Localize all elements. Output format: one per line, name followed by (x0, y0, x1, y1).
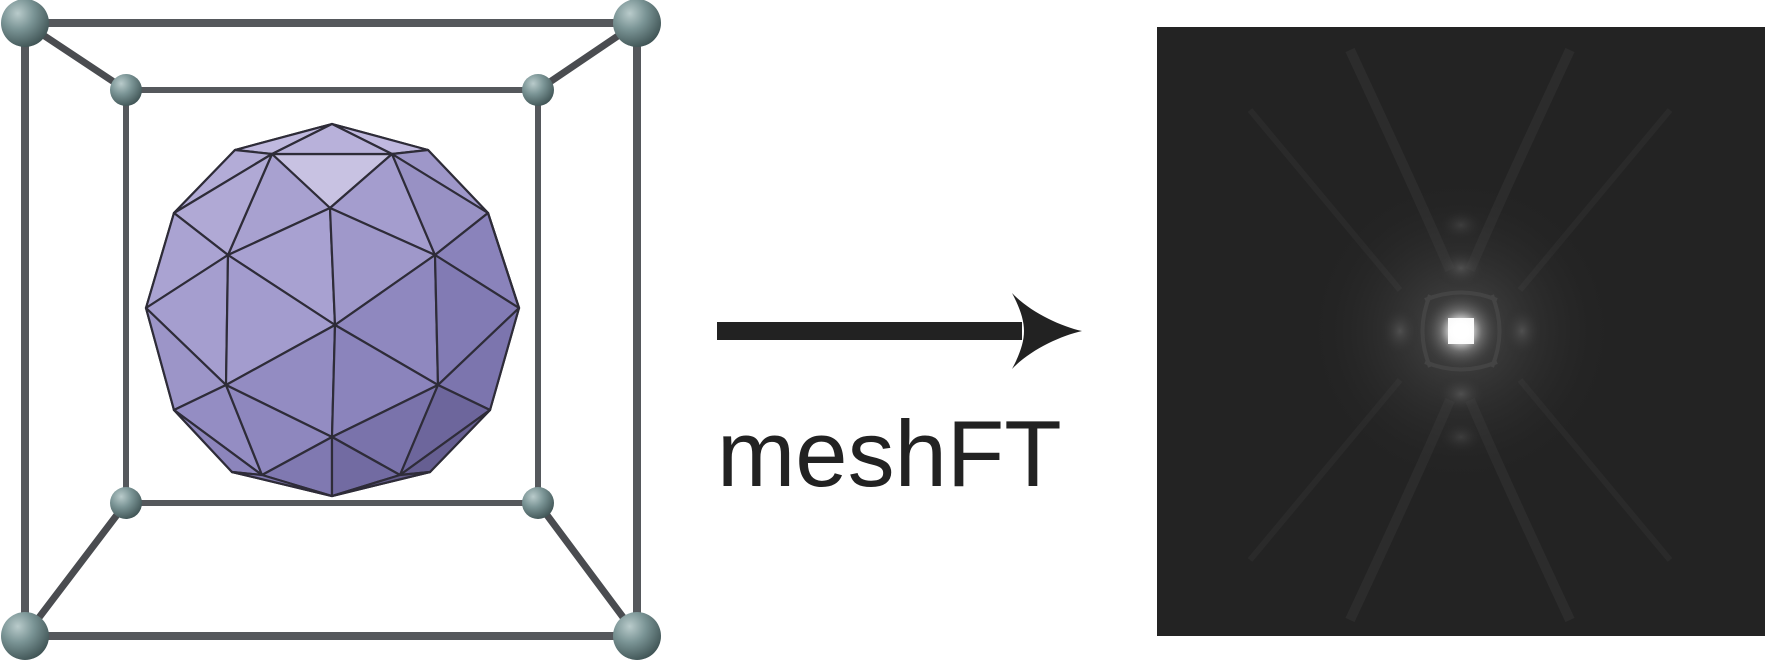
node-inner-bottom-left (110, 487, 142, 519)
node-outer-top-right (613, 0, 661, 47)
node-inner-bottom-right (522, 487, 554, 519)
transform-arrow: meshFT (717, 293, 1082, 506)
ft-pattern (1247, 47, 1673, 623)
icosphere-polyhedron (144, 122, 521, 498)
frame-nodes (1, 0, 661, 660)
outer-frame (21, 19, 641, 640)
cube-frame-panel (1, 0, 661, 660)
fourier-transform-panel (1157, 27, 1765, 636)
arrow-shaft (717, 322, 1022, 340)
node-inner-top-right (522, 74, 554, 106)
inner-frame (123, 87, 541, 506)
node-outer-top-left (1, 0, 49, 47)
arrow-label: meshFT (717, 401, 1062, 506)
node-outer-bottom-right (613, 612, 661, 660)
node-inner-top-left (110, 74, 142, 106)
right-arrow-icon (1012, 293, 1082, 369)
node-outer-bottom-left (1, 612, 49, 660)
